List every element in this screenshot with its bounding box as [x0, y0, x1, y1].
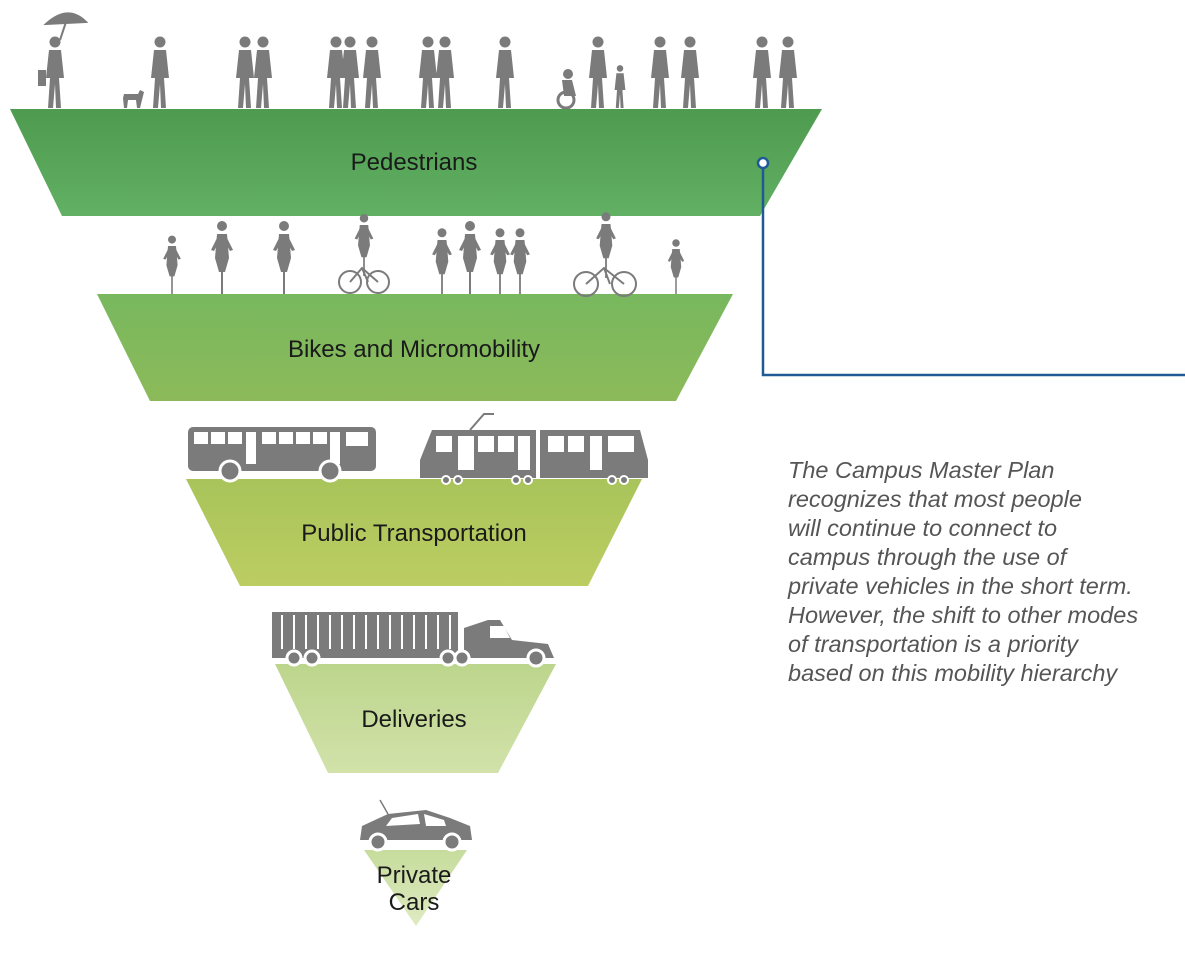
tier-public-transportation-shape — [186, 479, 642, 586]
tier-deliveries-shape — [275, 664, 556, 773]
umbrella-icon — [43, 12, 89, 41]
bicycle-icon — [573, 212, 637, 297]
annotation-line: campus through the use of — [788, 544, 1067, 570]
annotation-line: will continue to connect to — [788, 515, 1058, 541]
tier-bikes-shape — [97, 294, 733, 401]
tier-label-public-transportation: Public Transportation — [301, 520, 526, 547]
bicycle-icon — [338, 213, 390, 294]
delivery-truck-icon — [272, 612, 554, 668]
tier-label-private-cars-line-1: Private — [377, 862, 452, 889]
annotation-line: The Campus Master Plan — [788, 457, 1055, 483]
tier-private-cars-shape — [364, 850, 467, 926]
car-icon — [360, 799, 472, 852]
cyclist-silhouettes — [163, 212, 685, 297]
callout-connector — [756, 156, 1185, 377]
annotation-line: However, the shift to other modes — [788, 602, 1139, 628]
bus-icon — [188, 427, 376, 483]
tier-label-private-cars-line-2: Cars — [389, 889, 440, 916]
tier-label-bikes: Bikes and Micromobility — [288, 336, 540, 363]
annotation-line: private vehicles in the short term. — [788, 573, 1133, 599]
tier-label-deliveries: Deliveries — [361, 706, 466, 733]
tram-icon — [420, 413, 648, 485]
annotation-line: based on this mobility hierarchy — [788, 660, 1118, 686]
annotation-text: The Campus Master Plan recognizes that m… — [788, 456, 1185, 688]
tier-pedestrians-shape — [10, 109, 822, 216]
annotation-line: of transportation is a priority — [788, 631, 1078, 657]
annotation-line: recognizes that most people — [788, 486, 1082, 512]
tier-label-pedestrians: Pedestrians — [351, 149, 478, 176]
dog-icon — [123, 90, 144, 108]
wheelchair-icon — [556, 69, 576, 110]
pedestrian-silhouettes — [38, 12, 797, 110]
